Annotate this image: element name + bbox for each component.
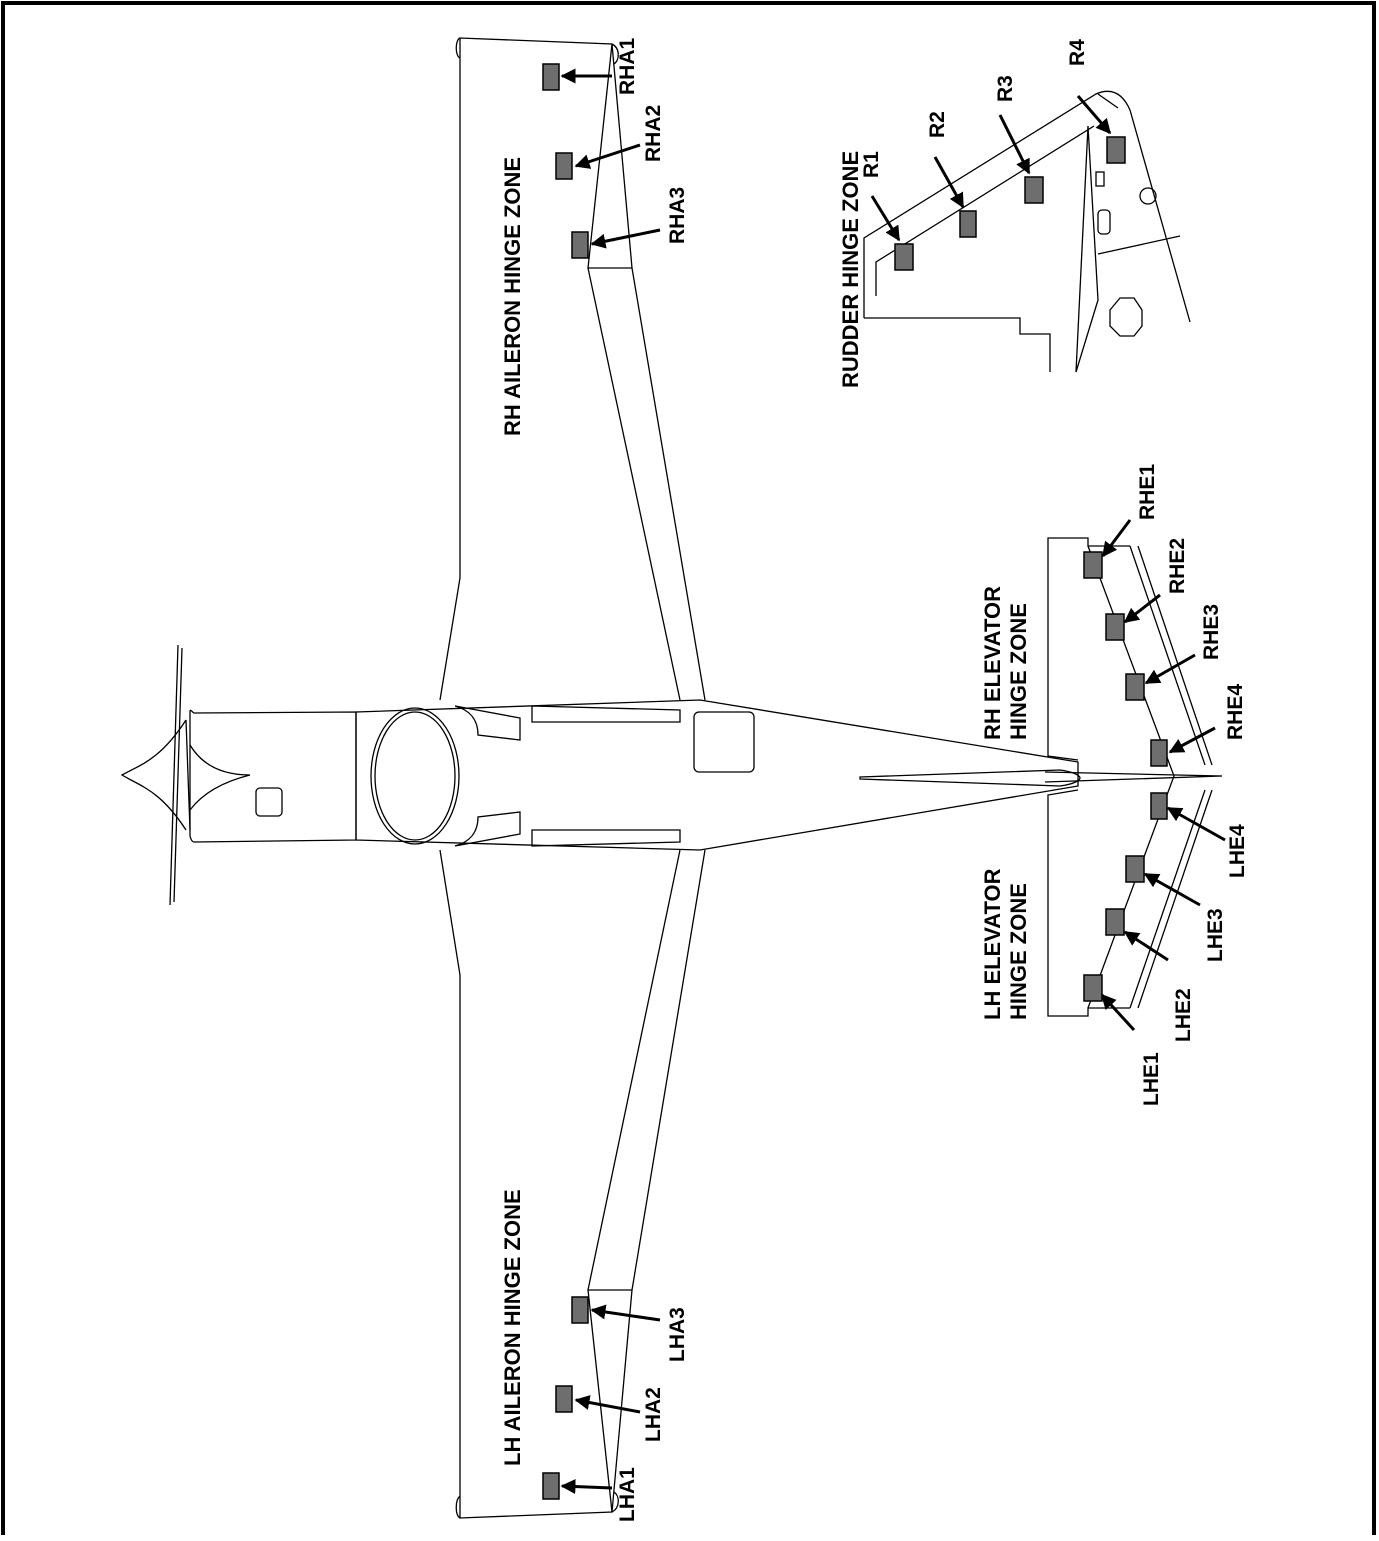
hinge-rha1 (542, 63, 560, 91)
hinge-lha3 (571, 1296, 589, 1324)
fuselage (355, 699, 1079, 851)
label-lha1: LHA1 (616, 1467, 639, 1522)
rudder-zone-label: RUDDER HINGE ZONE (838, 151, 863, 388)
rh-elevator-zone-label-line1: RH ELEVATOR (980, 586, 1005, 740)
hinge-lhe3 (1125, 855, 1145, 883)
hinge-lha2 (555, 1385, 573, 1413)
label-r2: R2 (926, 111, 949, 138)
label-r1: R1 (860, 151, 883, 178)
label-rha2: RHA2 (642, 105, 665, 162)
hinge-r3 (1024, 176, 1044, 204)
rudder-detail (863, 90, 1191, 373)
label-lha3: LHA3 (666, 1307, 689, 1362)
hinge-rhe1 (1083, 551, 1103, 579)
hinge-rha2 (555, 152, 573, 180)
rh-wing (439, 37, 706, 701)
hinge-rhe3 (1125, 673, 1145, 701)
hinge-rhe2 (1105, 613, 1125, 641)
label-rhe4: RHE4 (1224, 684, 1247, 740)
canopy (370, 707, 460, 845)
lh-elevator-zone-label-line2: HINGE ZONE (1006, 883, 1031, 1020)
cowling (189, 709, 357, 843)
leader-arrows (560, 68, 1226, 1495)
lh-wing (439, 849, 706, 1519)
aircraft-outline (120, 37, 1223, 1519)
hinge-r4 (1106, 136, 1126, 164)
label-lhe2: LHE2 (1172, 988, 1195, 1042)
horizontal-stabilizer (1047, 537, 1130, 761)
hinge-rhe4 (1150, 739, 1168, 767)
rh-aileron-zone-label: RH AILERON HINGE ZONE (500, 157, 525, 436)
hinge-lhe2 (1105, 908, 1125, 936)
hinge-rha3 (571, 231, 589, 259)
hinge-lhe1 (1083, 974, 1103, 1002)
label-rhe1: RHE1 (1136, 464, 1159, 520)
hinge-labels: RHA1 RHA2 RHA3 LHA1 LHA2 LHA3 R1 R2 R3 R… (616, 38, 1249, 1522)
label-rhe3: RHE3 (1200, 604, 1223, 660)
zone-labels: RH AILERON HINGE ZONE LH AILERON HINGE Z… (500, 151, 1031, 1466)
vertical-stabilizer (859, 769, 1081, 787)
propeller (120, 644, 191, 906)
rh-elevator-zone-label-line2: HINGE ZONE (1006, 603, 1031, 740)
hinge-r1 (894, 243, 914, 271)
label-rha3: RHA3 (666, 187, 689, 244)
hinge-lhe4 (1150, 792, 1168, 820)
hinge-lha1 (542, 1472, 560, 1500)
label-r4: R4 (1066, 39, 1089, 66)
label-lhe4: LHE4 (1226, 824, 1249, 878)
label-lhe1: LHE1 (1140, 1052, 1163, 1106)
hinge-r2 (959, 210, 977, 238)
lh-elevator-zone-label-line1: LH ELEVATOR (980, 868, 1005, 1020)
label-lhe3: LHE3 (1204, 908, 1227, 962)
label-lha2: LHA2 (642, 1387, 665, 1442)
label-r3: R3 (994, 75, 1017, 102)
lh-aileron-zone-label: LH AILERON HINGE ZONE (500, 1189, 525, 1466)
hinge-markers (542, 63, 1168, 1500)
label-rhe2: RHE2 (1166, 538, 1189, 594)
label-rha1: RHA1 (616, 38, 639, 95)
